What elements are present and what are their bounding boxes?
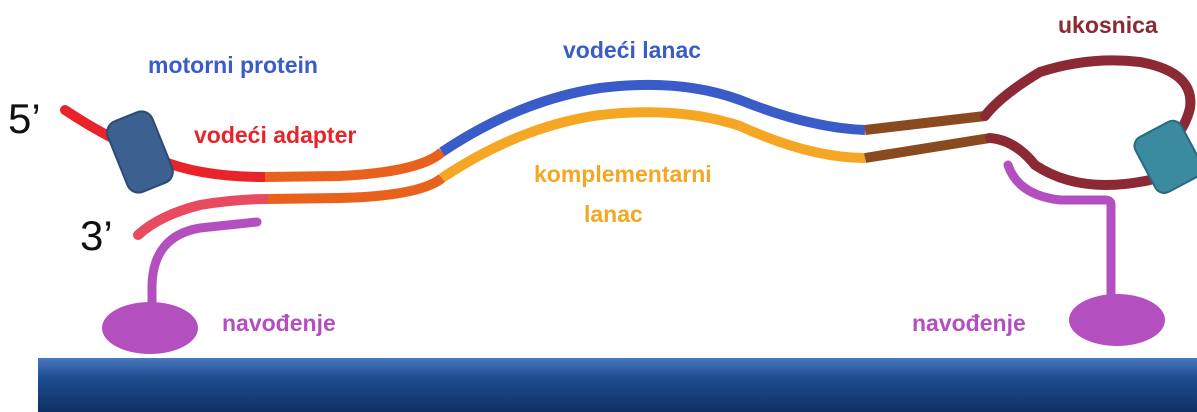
label-complementary-line2: lanac bbox=[584, 201, 643, 227]
membrane-left-cap bbox=[0, 358, 38, 412]
complementary-strand bbox=[439, 107, 866, 183]
label-complementary-line1: komplementarni bbox=[534, 161, 712, 187]
label-3-prime: 3’ bbox=[80, 212, 113, 259]
right-tether bbox=[1003, 160, 1116, 305]
lower-adapter-orange bbox=[267, 173, 446, 204]
left-tether bbox=[147, 217, 262, 323]
label-leading-strand: vodeći lanac bbox=[563, 37, 701, 63]
left-tether-anchor bbox=[102, 302, 198, 354]
label-motor-protein: motorni protein bbox=[148, 52, 318, 78]
lower-adapter-pink bbox=[133, 194, 273, 240]
label-tether-right: navođenje bbox=[912, 310, 1026, 336]
right-tether-anchor bbox=[1069, 294, 1165, 346]
leading-strand-hairpin-junction bbox=[864, 111, 986, 135]
leading-adapter-orange bbox=[264, 148, 446, 182]
membrane bbox=[38, 358, 1197, 412]
label-5-prime: 5’ bbox=[8, 95, 41, 142]
motor-protein-right bbox=[1133, 119, 1197, 194]
leading-strand bbox=[439, 79, 866, 157]
complementary-hairpin-junction bbox=[864, 133, 991, 163]
label-hairpin: ukosnica bbox=[1058, 12, 1158, 38]
label-tether-left: navođenje bbox=[222, 310, 336, 336]
hairpin-loop bbox=[980, 55, 1196, 190]
motor-protein-left bbox=[106, 110, 174, 194]
label-leading-adapter: vodeći adapter bbox=[194, 122, 356, 148]
